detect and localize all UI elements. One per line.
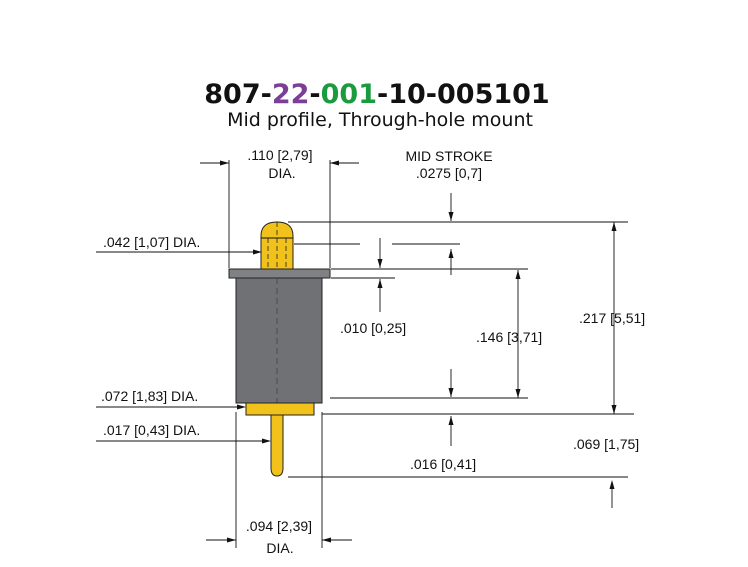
pogo-pin bbox=[228, 221, 331, 477]
flange-thk-label: .010 [0,25] bbox=[340, 320, 406, 336]
collar-thk-arrow bbox=[448, 416, 454, 425]
tip-dia-arrow bbox=[253, 249, 262, 255]
flange-thk-arrow-bottom bbox=[377, 279, 383, 288]
part-number-dash: - bbox=[309, 79, 320, 110]
tail-collar bbox=[245, 402, 315, 416]
tail-len-arrow bbox=[609, 480, 615, 489]
top-dia-suffix: DIA. bbox=[268, 165, 295, 181]
tail-len-label: .069 [1,75] bbox=[573, 436, 639, 452]
mid-stroke-value: .0275 [0,7] bbox=[416, 165, 482, 181]
top-dia-arrow-left bbox=[220, 160, 229, 166]
body-len-label: .146 [3,71] bbox=[476, 329, 542, 345]
bottom-dia-arrow-right bbox=[322, 537, 331, 543]
bottom-dia-label: .094 [2,39] bbox=[246, 518, 312, 534]
base-dia-label: .072 [1,83] DIA. bbox=[101, 388, 198, 404]
overall-len-label: .217 [5,51] bbox=[579, 310, 645, 326]
tip-dia-label: .042 [1,07] DIA. bbox=[103, 234, 200, 250]
body-len-arrow-bottom bbox=[515, 389, 521, 398]
top-dia-arrow-right bbox=[330, 160, 339, 166]
part-subtitle: Mid profile, Through-hole mount bbox=[227, 109, 533, 131]
overall-len-arrow-top bbox=[611, 222, 617, 231]
flange bbox=[228, 268, 331, 279]
bottom-dia-arrow-left bbox=[227, 537, 236, 543]
part-number-series: 22 bbox=[272, 79, 310, 110]
dimensions: .110 [2,79] DIA. MID STROKE .0275 [0,7] … bbox=[96, 147, 645, 556]
bottom-dia-suffix: DIA. bbox=[266, 540, 293, 556]
part-number-prefix: 807- bbox=[204, 79, 272, 110]
collar-thk-label: .016 [0,41] bbox=[410, 456, 476, 472]
tail-pin bbox=[270, 414, 284, 477]
stroke-bottom-arrow bbox=[448, 388, 454, 397]
tail-dia-arrow bbox=[262, 438, 271, 444]
mid-stroke-arrow-bottom bbox=[448, 249, 454, 258]
part-number-suffix: -10-005101 bbox=[377, 79, 550, 110]
overall-len-arrow-bottom bbox=[611, 405, 617, 414]
body-len-arrow-top bbox=[515, 270, 521, 279]
part-number-style: 001 bbox=[321, 79, 377, 110]
flange-thk-arrow-top bbox=[377, 259, 383, 268]
mid-stroke-arrow-top bbox=[448, 212, 454, 221]
mid-stroke-label: MID STROKE bbox=[405, 148, 492, 164]
barrel bbox=[235, 277, 323, 404]
tail-dia-label: .017 [0,43] DIA. bbox=[103, 422, 200, 438]
top-dia-label: .110 [2,79] bbox=[247, 147, 312, 163]
part-number: 807-22-001-10-005101 bbox=[204, 79, 549, 110]
base-dia-arrow bbox=[237, 404, 246, 410]
